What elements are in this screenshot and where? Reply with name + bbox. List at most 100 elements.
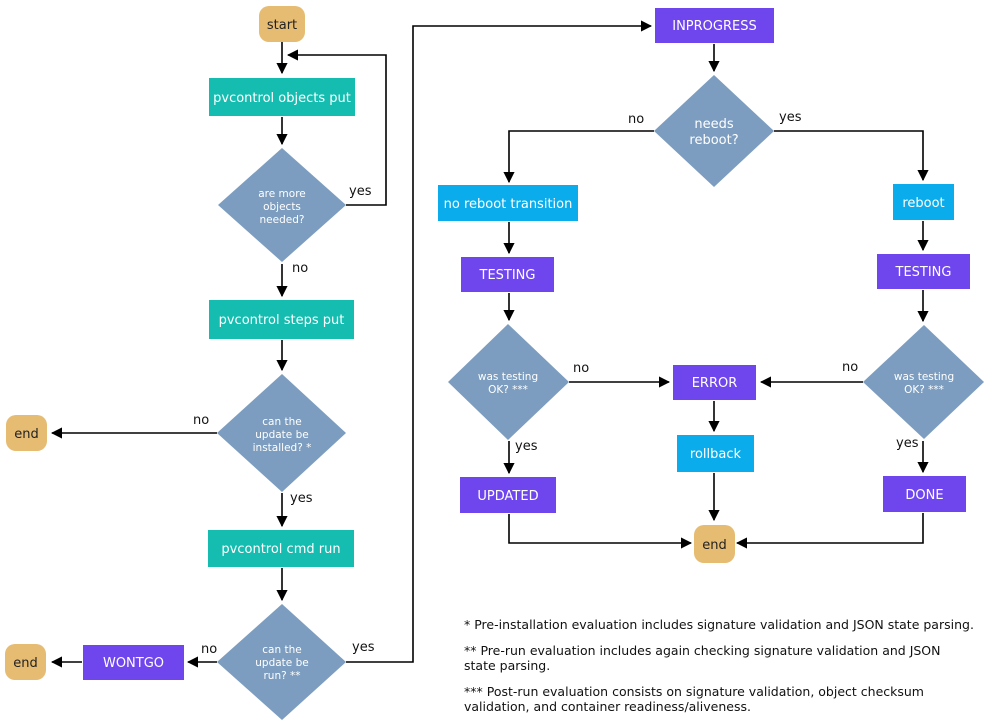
terminal-shape bbox=[694, 525, 735, 563]
node-label: TESTING bbox=[895, 265, 952, 280]
transition-shape bbox=[677, 435, 754, 472]
node-label: reboot bbox=[902, 196, 944, 211]
node-label-line: OK? *** bbox=[904, 384, 944, 396]
node-no-reboot-transition: no reboot transition bbox=[438, 185, 578, 221]
edge-more-objects-yes-loop bbox=[286, 49, 387, 206]
node-label-line: objects bbox=[263, 201, 301, 213]
node-can-install-decision: can the update be installed? * bbox=[217, 374, 346, 492]
node-label: rollback bbox=[690, 447, 742, 462]
node-label: UPDATED bbox=[477, 489, 538, 504]
transition-shape bbox=[438, 185, 578, 221]
state-shape bbox=[461, 257, 554, 292]
node-can-run-decision: can the update be run? ** bbox=[217, 604, 346, 720]
decision-shape bbox=[217, 374, 346, 492]
edge-needs-reboot-yes bbox=[774, 130, 929, 182]
node-label-line: was testing bbox=[478, 371, 538, 383]
edge-can-run-yes bbox=[346, 20, 653, 663]
node-label-line: are more bbox=[258, 188, 306, 200]
edge-label-yes: yes bbox=[290, 491, 313, 506]
node-label: end bbox=[13, 656, 38, 671]
edge-label-no: no bbox=[201, 642, 217, 657]
footnote-post-run: *** Post-run evaluation consists on sign… bbox=[464, 684, 924, 714]
edge-labels: yes no no yes no yes no yes no no yes ye… bbox=[193, 110, 919, 657]
decision-shape bbox=[217, 604, 346, 720]
node-label: end bbox=[14, 427, 39, 442]
node-label: DONE bbox=[905, 488, 943, 503]
state-shape bbox=[655, 8, 774, 43]
decision-shape bbox=[448, 324, 569, 440]
node-end-final: end bbox=[694, 525, 735, 563]
action-shape bbox=[209, 300, 354, 339]
terminal-shape bbox=[6, 415, 47, 451]
edge-label-yes: yes bbox=[515, 439, 538, 454]
node-start: start bbox=[259, 6, 305, 42]
node-label-line: can the bbox=[262, 644, 301, 656]
state-shape bbox=[460, 477, 556, 513]
terminal-shape bbox=[5, 644, 46, 680]
node-label-line: was testing bbox=[894, 371, 954, 383]
node-objects-put: pvcontrol objects put bbox=[209, 78, 355, 116]
node-label: WONTGO bbox=[103, 656, 164, 671]
edge-label-no: no bbox=[573, 361, 589, 376]
decision-shape bbox=[218, 148, 346, 262]
action-shape bbox=[208, 530, 354, 567]
node-end-install: end bbox=[6, 415, 47, 451]
node-label: INPROGRESS bbox=[672, 19, 757, 34]
node-testing-ok-right-decision: was testing OK? *** bbox=[863, 325, 984, 439]
state-shape bbox=[673, 365, 756, 400]
node-label-line: OK? *** bbox=[488, 384, 528, 396]
node-label: end bbox=[702, 538, 727, 553]
node-label: no reboot transition bbox=[444, 197, 573, 212]
state-shape bbox=[83, 645, 184, 680]
node-testing-right: TESTING bbox=[877, 254, 970, 289]
footnote-pre-run: ** Pre-run evaluation includes again che… bbox=[464, 643, 941, 673]
node-testing-ok-left-decision: was testing OK? *** bbox=[448, 324, 569, 440]
node-wontgo: WONTGO bbox=[83, 645, 184, 680]
edge-label-yes: yes bbox=[352, 640, 375, 655]
node-label: ERROR bbox=[692, 376, 738, 391]
node-error: ERROR bbox=[673, 365, 756, 400]
edge-label-yes: yes bbox=[896, 436, 919, 451]
edge-label-no: no bbox=[193, 413, 209, 428]
edge-label-no: no bbox=[842, 360, 858, 375]
node-reboot: reboot bbox=[893, 184, 954, 220]
edge-done-to-end bbox=[735, 513, 924, 549]
node-needs-reboot-decision: needs reboot? bbox=[654, 75, 774, 187]
transition-shape bbox=[893, 184, 954, 220]
node-inprogress: INPROGRESS bbox=[655, 8, 774, 43]
node-label: TESTING bbox=[479, 268, 536, 283]
node-label-line: needs bbox=[694, 117, 733, 132]
node-label: pvcontrol objects put bbox=[213, 91, 351, 106]
node-label: pvcontrol steps put bbox=[219, 313, 345, 328]
edge-label-no: no bbox=[628, 112, 644, 127]
edge-label-yes: yes bbox=[779, 110, 802, 125]
node-rollback: rollback bbox=[677, 435, 754, 472]
node-label-line: run? ** bbox=[263, 670, 300, 682]
node-label-line: reboot? bbox=[689, 133, 738, 148]
node-end-run: end bbox=[5, 644, 46, 680]
decision-shape bbox=[863, 325, 984, 439]
node-updated: UPDATED bbox=[460, 477, 556, 513]
node-steps-put: pvcontrol steps put bbox=[209, 300, 354, 339]
footnote-pre-installation: * Pre-installation evaluation includes s… bbox=[464, 617, 974, 632]
state-shape bbox=[883, 476, 966, 512]
state-shape bbox=[877, 254, 970, 289]
node-label-line: update be bbox=[255, 429, 308, 441]
node-label: pvcontrol cmd run bbox=[221, 542, 340, 557]
node-label-line: update be bbox=[255, 657, 308, 669]
node-done: DONE bbox=[883, 476, 966, 512]
terminal-shape bbox=[259, 6, 305, 42]
node-label-line: installed? * bbox=[253, 442, 312, 454]
node-label-line: needed? bbox=[260, 214, 305, 226]
edge-updated-to-end bbox=[508, 514, 693, 549]
node-label: start bbox=[267, 18, 297, 33]
edge-label-yes: yes bbox=[349, 184, 372, 199]
edge-label-no: no bbox=[292, 261, 308, 276]
node-cmd-run: pvcontrol cmd run bbox=[208, 530, 354, 567]
node-more-objects-decision: are more objects needed? bbox=[218, 148, 346, 262]
edge-needs-reboot-no bbox=[503, 130, 654, 184]
node-label-line: can the bbox=[262, 416, 301, 428]
edges bbox=[50, 20, 929, 668]
action-shape bbox=[209, 78, 355, 116]
